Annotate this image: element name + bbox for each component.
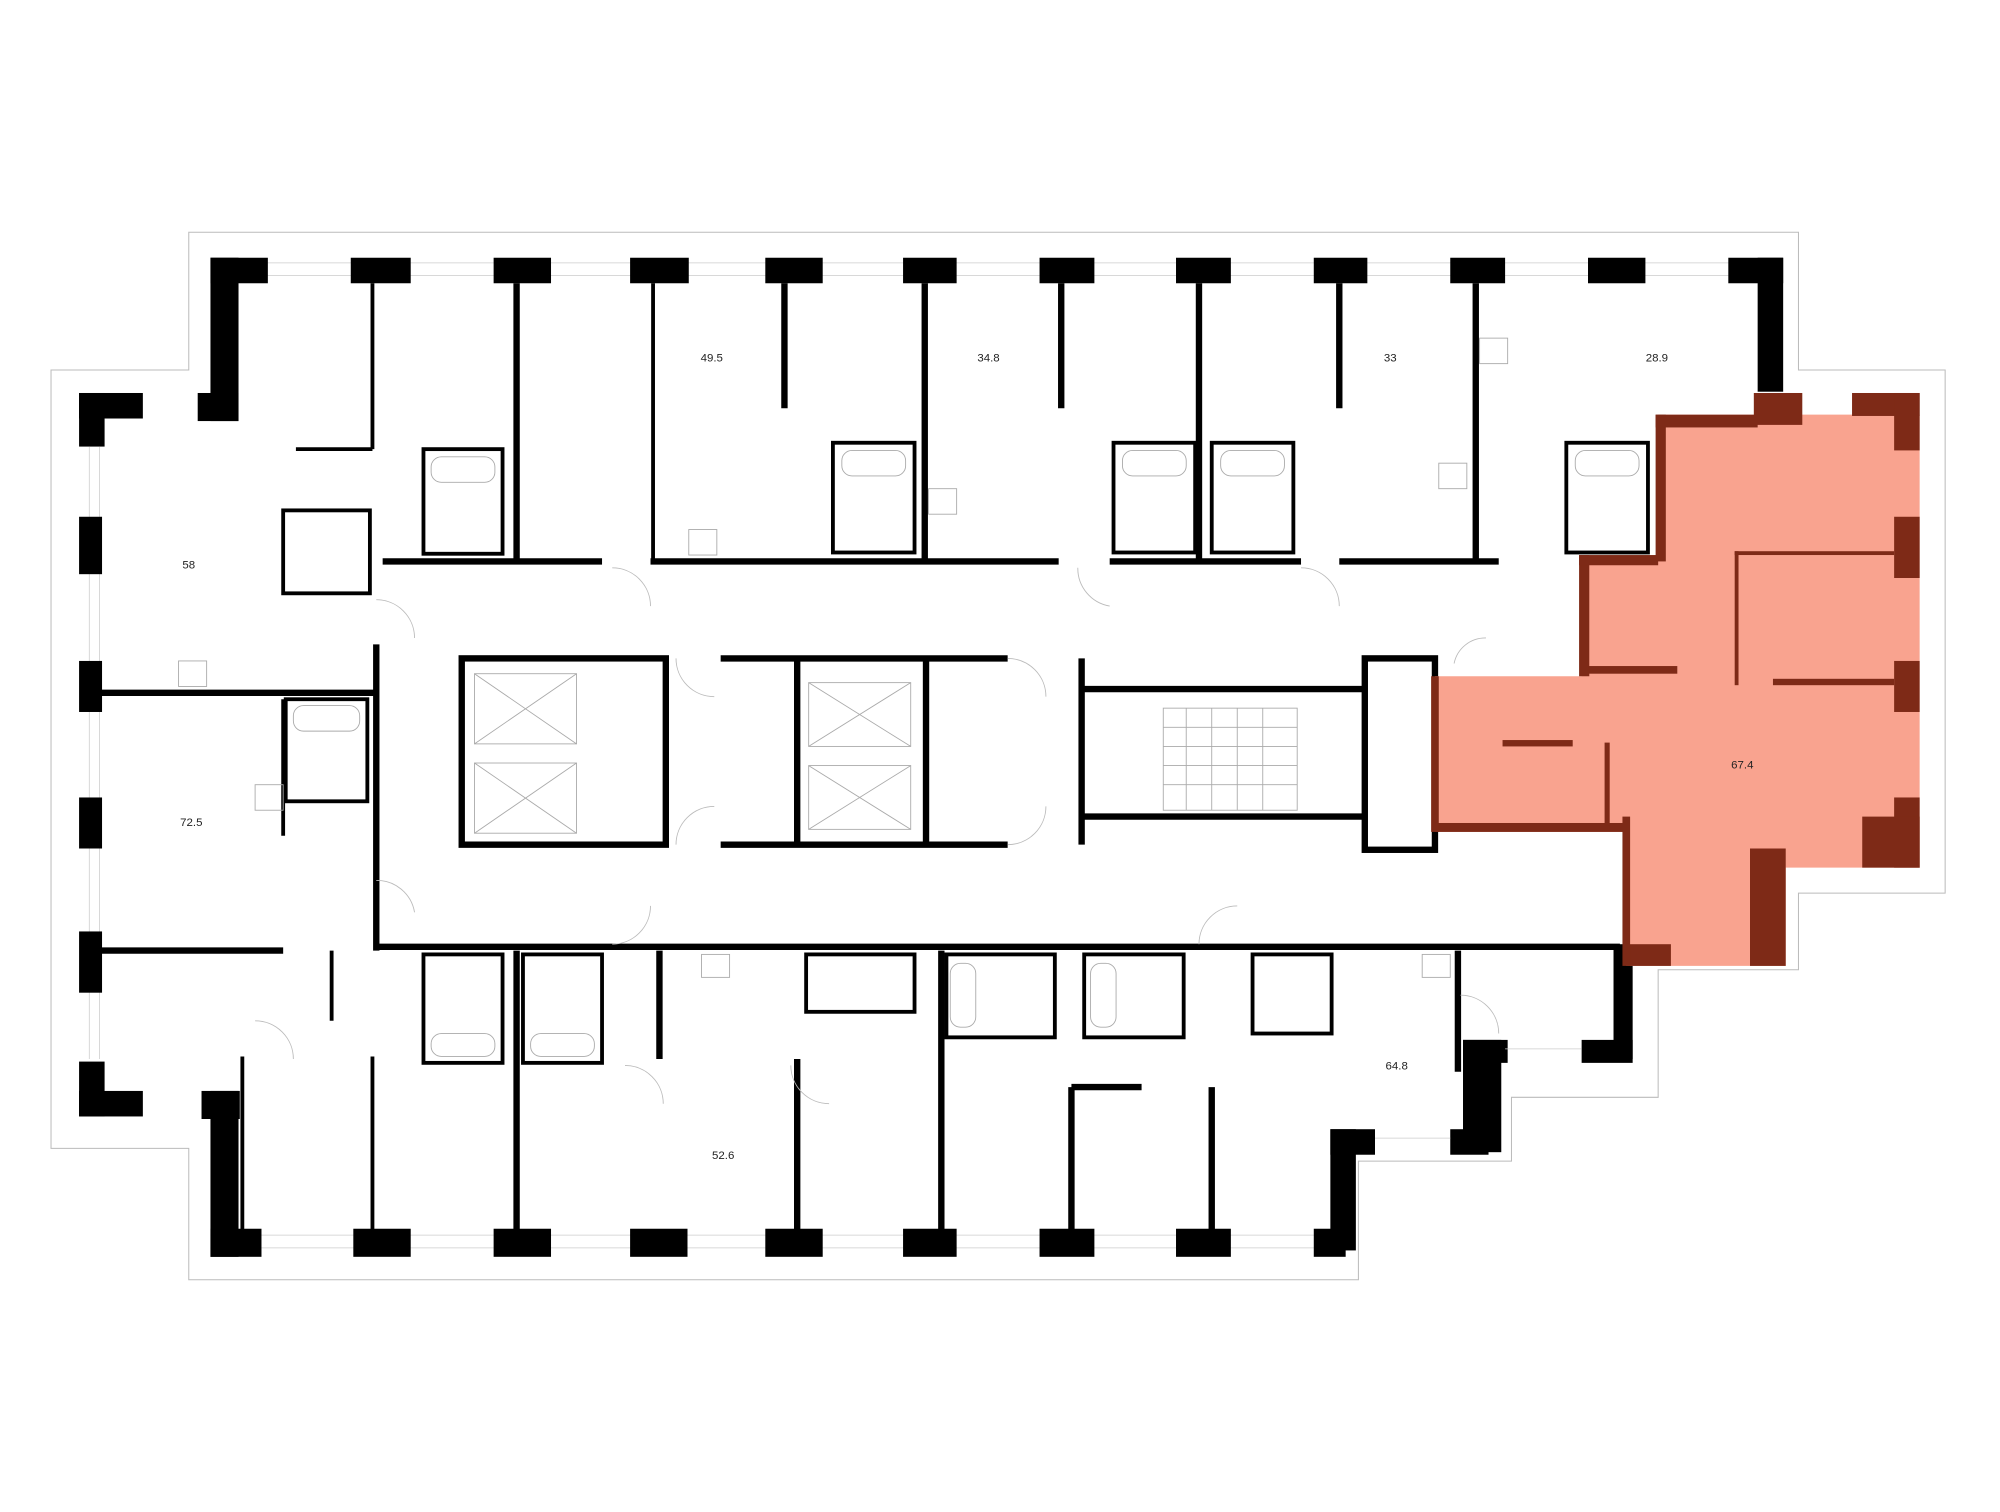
elevators: [474, 673, 912, 834]
stairs: [1162, 707, 1298, 811]
area-label-58[interactable]: 58: [182, 559, 195, 571]
building-outline: [50, 231, 1946, 1281]
area-labels: 58 72.5 49.5 34.8 33 28.9 67.4 52.6 64.8: [180, 353, 1754, 1162]
area-label-67-4[interactable]: 67.4: [1731, 760, 1754, 772]
area-label-28-9[interactable]: 28.9: [1646, 353, 1668, 365]
area-label-33[interactable]: 33: [1384, 353, 1397, 365]
top-piers: [210, 257, 1784, 422]
apartment-fill: [1434, 414, 1920, 966]
bottom-piers: [210, 944, 1633, 1257]
doors: [255, 567, 1500, 1105]
apartment-walls: [1431, 392, 1920, 966]
interior-walls: [89, 283, 1650, 1232]
area-label-64-8[interactable]: 64.8: [1386, 1061, 1408, 1073]
area-label-72-5[interactable]: 72.5: [180, 817, 202, 829]
area-label-52-6[interactable]: 52.6: [712, 1150, 734, 1162]
fixtures: [178, 337, 1640, 1057]
area-label-34-8[interactable]: 34.8: [977, 353, 999, 365]
selected-apartment-67-4[interactable]: [1431, 392, 1920, 966]
area-label-49-5[interactable]: 49.5: [701, 353, 723, 365]
